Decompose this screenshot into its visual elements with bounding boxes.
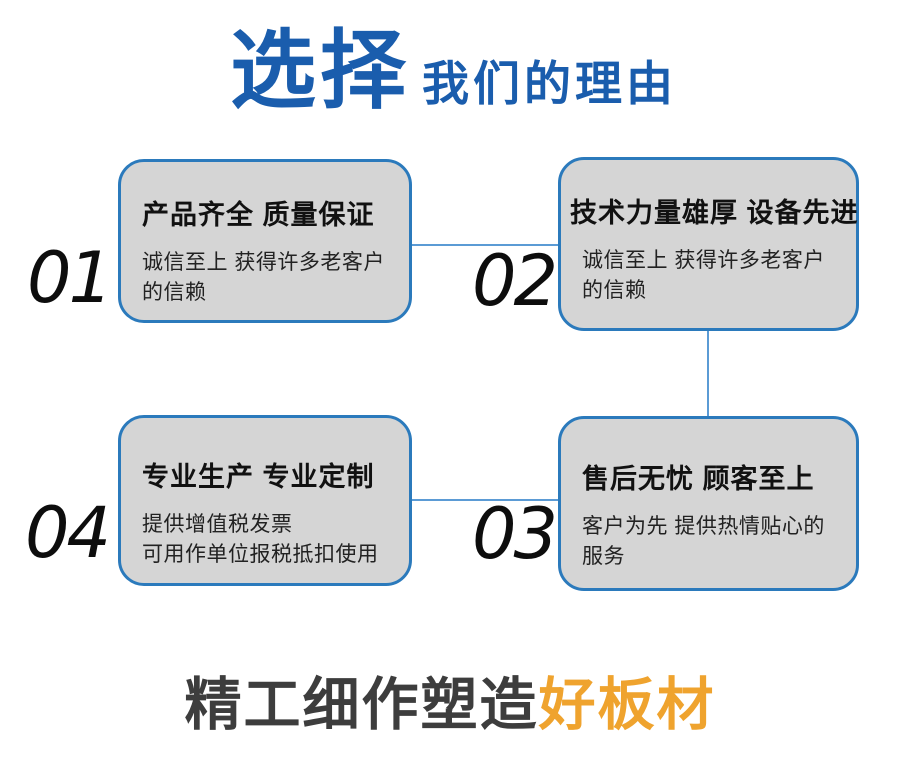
page-title-rest: 我们的理由 xyxy=(422,57,677,110)
card-body: 诚信至上 获得许多老客户 的信赖 xyxy=(582,249,825,303)
slogan-highlight: 好板材 xyxy=(538,673,716,737)
reason-card-03: 售后无忧 顾客至上 客户为先 提供热情贴心的 服务 xyxy=(558,416,859,591)
reason-card-01: 产品齐全 质量保证 诚信至上 获得许多老客户 的信赖 xyxy=(118,159,412,323)
page-title-accent: 选择 xyxy=(230,23,410,119)
card-body: 提供增值税发票 可用作单位报税抵扣使用 xyxy=(142,513,379,567)
step-number-01: 01 xyxy=(27,237,113,319)
slogan-normal: 精工细作塑造 xyxy=(184,673,539,737)
step-number-02: 02 xyxy=(472,240,558,322)
step-number-03: 03 xyxy=(472,493,558,575)
card-heading: 产品齐全 质量保证 xyxy=(142,200,375,230)
reason-card-04: 专业生产 专业定制 提供增值税发票 可用作单位报税抵扣使用 xyxy=(118,415,412,586)
connector-card4-card3 xyxy=(410,499,560,501)
card-heading: 技术力量雄厚 设备先进 xyxy=(570,198,859,228)
card-heading: 售后无忧 顾客至上 xyxy=(582,464,815,494)
footer-slogan: 精工细作塑造好板材 xyxy=(0,674,900,737)
connector-card1-card2 xyxy=(410,244,560,246)
card-body: 客户为先 提供热情贴心的 服务 xyxy=(582,515,825,569)
step-number-04: 04 xyxy=(25,492,111,574)
reason-card-02: 技术力量雄厚 设备先进 诚信至上 获得许多老客户 的信赖 xyxy=(558,157,859,331)
connector-card2-card3 xyxy=(707,329,709,418)
card-heading: 专业生产 专业定制 xyxy=(142,462,375,492)
page-title: 选择我们的理由 xyxy=(230,26,677,116)
card-body: 诚信至上 获得许多老客户 的信赖 xyxy=(142,251,385,305)
